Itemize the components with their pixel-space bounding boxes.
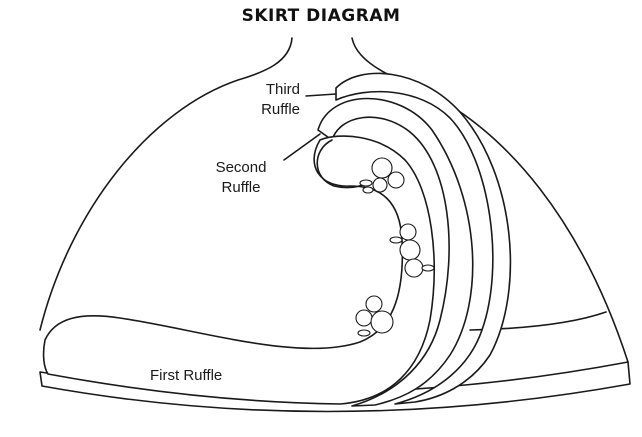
label-first-ruffle: First Ruffle bbox=[150, 366, 222, 386]
label-third-ruffle: Third Ruffle bbox=[250, 80, 300, 120]
label-third-ruffle-line2: Ruffle bbox=[250, 100, 300, 120]
flower-cluster-bottom bbox=[356, 296, 393, 336]
label-third-ruffle-line1: Third bbox=[250, 80, 300, 100]
label-second-ruffle-line1: Second bbox=[206, 158, 276, 178]
third-ruffle-leader bbox=[306, 94, 336, 96]
diagram-title: SKIRT DIAGRAM bbox=[0, 6, 642, 26]
label-second-ruffle: Second Ruffle bbox=[206, 158, 276, 198]
label-second-ruffle-line2: Ruffle bbox=[206, 178, 276, 198]
